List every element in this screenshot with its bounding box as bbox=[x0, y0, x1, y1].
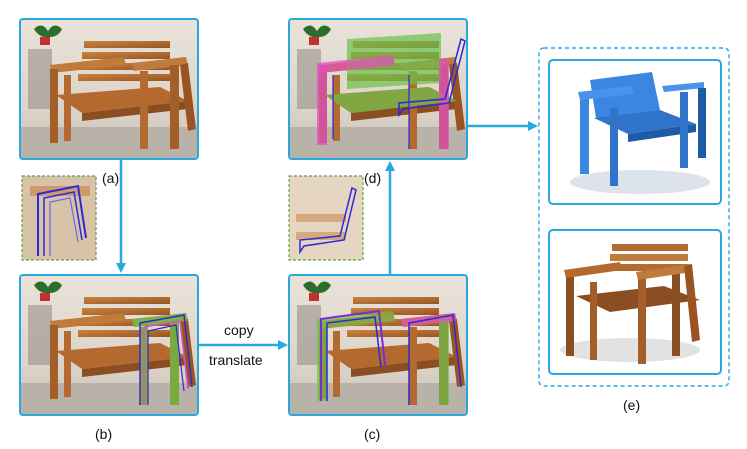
panel-b-annotated-photo bbox=[19, 274, 199, 416]
inset-left-profile-closeup bbox=[21, 175, 97, 261]
panel-e-render-results bbox=[538, 47, 730, 387]
panel-a-original-photo bbox=[19, 18, 199, 160]
flow-arrows bbox=[116, 121, 538, 350]
wood-model-render bbox=[548, 229, 722, 375]
label-a: (a) bbox=[102, 170, 120, 186]
label-b: (b) bbox=[95, 426, 113, 442]
label-e: (e) bbox=[623, 397, 641, 413]
inset-middle-profile-closeup bbox=[288, 175, 364, 261]
panel-b-highlight bbox=[132, 313, 193, 405]
label-c: (c) bbox=[364, 426, 381, 442]
blue-model-render bbox=[548, 59, 722, 205]
panel-d-result-photo bbox=[288, 18, 468, 160]
label-translate: translate bbox=[209, 352, 263, 368]
label-d: (d) bbox=[364, 170, 382, 186]
label-copy: copy bbox=[224, 322, 254, 338]
panel-c-copied-photo bbox=[288, 274, 468, 416]
